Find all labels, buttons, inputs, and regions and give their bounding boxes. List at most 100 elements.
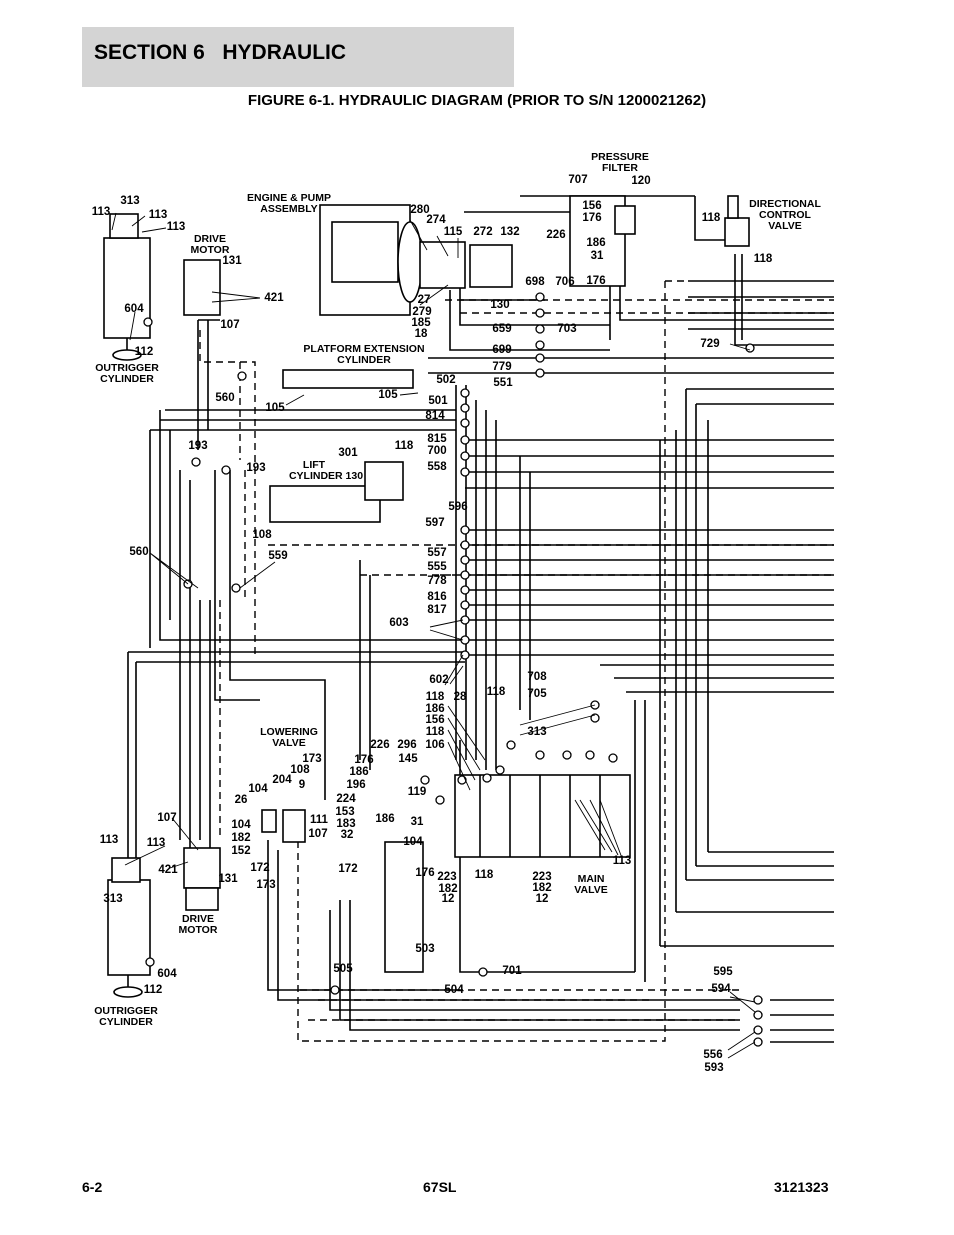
part-callout: 113 (149, 209, 168, 221)
part-callout: 596 (448, 501, 467, 513)
part-callout: 12 (442, 893, 455, 905)
part-callout: 708 (527, 671, 547, 683)
part-callout: 603 (389, 617, 408, 629)
part-callout: 296 (397, 739, 416, 751)
part-callout: 815 (427, 433, 447, 445)
part-callout: 12 (536, 893, 549, 905)
part-callout: 560 (129, 546, 148, 558)
part-callout: 226 (546, 229, 565, 241)
part-callout: 193 (188, 440, 207, 452)
part-callout: 707 (568, 174, 587, 186)
drive-motor-bottom-label-2: MOTOR (179, 924, 218, 936)
part-callout: 153 (335, 806, 354, 818)
part-callout: 421 (264, 292, 284, 304)
part-callout: 223 (532, 871, 551, 883)
part-callout: 32 (341, 829, 354, 841)
part-callout: 118 (702, 212, 721, 224)
part-callout: 204 (272, 774, 292, 786)
pressure-filter-label-1: PRESSURE (591, 151, 649, 163)
lowering-valve-label-1: LOWERING (260, 726, 318, 738)
part-callout: 112 (135, 346, 154, 358)
part-callout: 120 (631, 175, 650, 187)
part-callout: 119 (408, 786, 427, 798)
part-callout: 183 (336, 818, 355, 830)
part-callout: 280 (410, 204, 429, 216)
part-callout: 558 (427, 461, 447, 473)
part-callout: 597 (425, 517, 444, 529)
part-callout: 104 (403, 836, 423, 848)
part-callout: 560 (215, 392, 234, 404)
outrigger-top-label-1: OUTRIGGER (95, 362, 159, 374)
part-callout: 186 (349, 766, 368, 778)
part-callout: 703 (557, 323, 576, 335)
part-callout: 778 (427, 575, 447, 587)
part-callout: 104 (231, 819, 251, 831)
part-callout: 182 (231, 832, 250, 844)
part-callout: 699 (492, 344, 511, 356)
part-callout: 779 (492, 361, 511, 373)
part-callout: 28 (454, 691, 467, 703)
part-callout: 301 (338, 447, 358, 459)
part-callout: 176 (586, 275, 605, 287)
part-callout: 108 (290, 764, 310, 776)
main-valve-label-2: VALVE (574, 884, 607, 896)
lowering-valve-label-2: VALVE (272, 737, 305, 749)
part-callout: 313 (103, 893, 122, 905)
part-callout: 503 (415, 943, 434, 955)
part-callout: 186 (425, 703, 444, 715)
part-callout: 502 (436, 374, 455, 386)
part-callout: 26 (235, 794, 248, 806)
part-callout: 113 (100, 834, 119, 846)
part-callout: 559 (268, 550, 287, 562)
part-callout: 118 (487, 686, 506, 698)
part-callout: 106 (425, 739, 444, 751)
figure-title: FIGURE 6-1. HYDRAULIC DIAGRAM (PRIOR TO … (247, 92, 707, 109)
part-callout: 604 (124, 303, 144, 315)
drive-motor-top-label-1: DRIVE (194, 233, 226, 245)
part-callout: 113 (167, 221, 186, 233)
part-callout: 130 (490, 299, 509, 311)
part-callout: 602 (429, 674, 448, 686)
part-callout: 118 (426, 691, 445, 703)
part-callout: 186 (586, 237, 605, 249)
part-callout: 555 (427, 561, 447, 573)
part-callout: 107 (308, 828, 327, 840)
part-callout: 113 (613, 855, 632, 867)
part-callout: 817 (427, 604, 446, 616)
part-callout: 223 (437, 871, 456, 883)
part-callout: 659 (492, 323, 511, 335)
part-callout: 9 (299, 779, 305, 791)
part-callout: 701 (502, 965, 522, 977)
part-callout: 224 (336, 793, 356, 805)
part-callout: 279 (412, 306, 431, 318)
platform-extension-label-2: CYLINDER (337, 354, 391, 366)
part-callout: 105 (265, 402, 285, 414)
part-callout: 152 (231, 845, 250, 857)
part-callout: 115 (444, 226, 463, 238)
part-callout: 112 (144, 984, 163, 996)
part-callout: 104 (248, 783, 268, 795)
part-callout: 226 (370, 739, 389, 751)
part-callout: 816 (427, 591, 446, 603)
part-callout: 176 (582, 212, 601, 224)
part-callout: 274 (426, 214, 446, 226)
section-title: SECTION 6 HYDRAULIC (94, 41, 347, 64)
footer-page-number: 6-2 (82, 1179, 103, 1195)
part-callout: 593 (704, 1062, 723, 1074)
part-callout: 156 (425, 714, 444, 726)
part-callout: 604 (157, 968, 177, 980)
part-callout: 595 (713, 966, 733, 978)
part-callout: 173 (256, 879, 275, 891)
part-callout: 131 (222, 255, 242, 267)
drive-motor-bottom-label-1: DRIVE (182, 913, 214, 925)
main-valve-label-1: MAIN (578, 873, 605, 885)
part-callout: 182 (438, 883, 457, 895)
part-callout: 700 (427, 445, 446, 457)
footer-doc-number: 3121323 (774, 1179, 829, 1195)
part-callout: 504 (444, 984, 464, 996)
part-callout: 185 (411, 317, 431, 329)
outrigger-top-label-2: CYLINDER (100, 373, 154, 385)
part-callout: 31 (591, 250, 604, 262)
part-callout: 173 (302, 753, 321, 765)
part-callout: 421 (158, 864, 178, 876)
